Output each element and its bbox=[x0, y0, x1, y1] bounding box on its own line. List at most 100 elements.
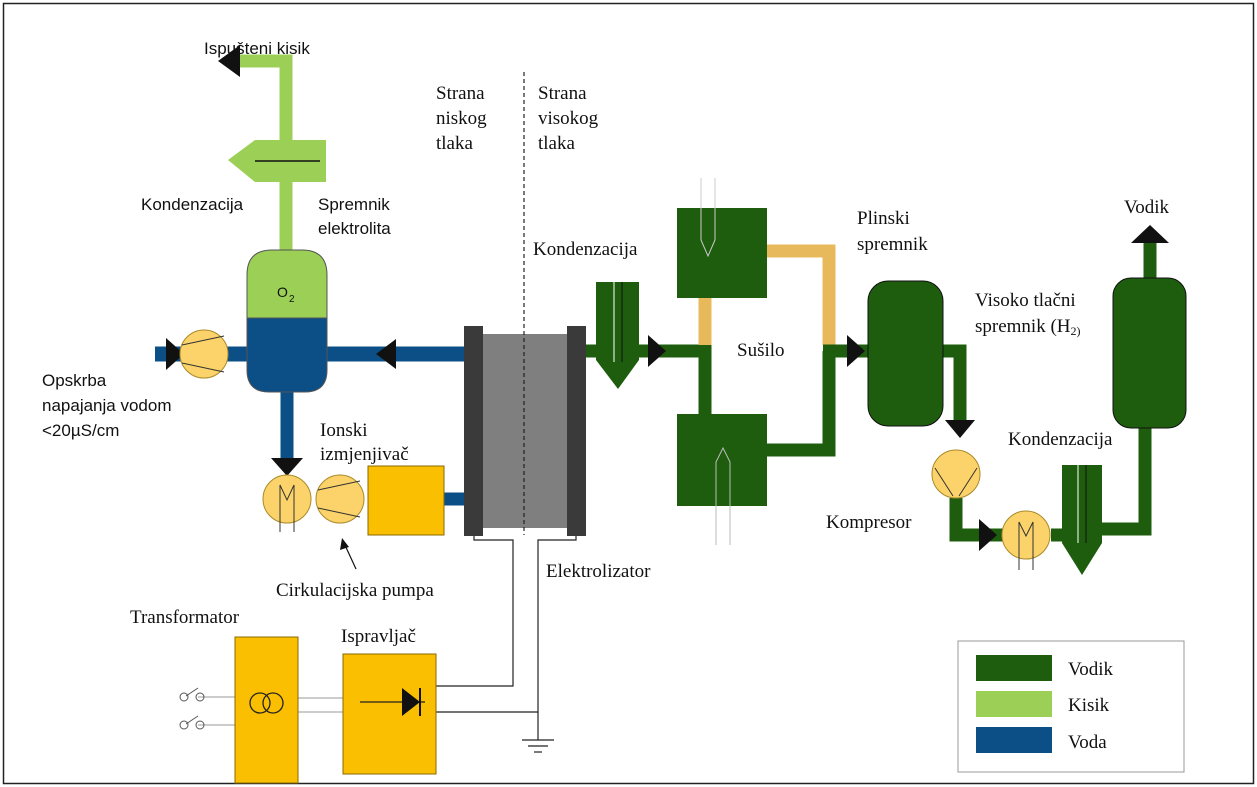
transformer-coil-2-icon bbox=[262, 692, 284, 714]
hp-condenser bbox=[1062, 465, 1102, 575]
electrolyzer-left-plate bbox=[464, 326, 483, 536]
legend-swatch-oxygen bbox=[976, 691, 1052, 717]
hp-tank-label-subscript: 2) bbox=[1071, 324, 1081, 338]
feed-pump-line-1 bbox=[181, 335, 225, 346]
feed-label-line2: napajanja vodom bbox=[42, 396, 171, 415]
h2-cooler bbox=[1001, 510, 1051, 570]
compressor-label: Kompresor bbox=[826, 512, 912, 533]
high-pressure-label-line2: visokog bbox=[538, 108, 599, 129]
dryer-upper bbox=[677, 178, 767, 298]
return-arrow-icon bbox=[376, 339, 396, 369]
negative-wire bbox=[436, 536, 577, 713]
electrolyzer-label: Elektrolizator bbox=[546, 561, 651, 582]
condensation-h2-label: Kondenzacija bbox=[533, 239, 638, 260]
released-oxygen-label: Ispušteni kisik bbox=[204, 39, 310, 58]
rectifier bbox=[342, 653, 437, 775]
low-pressure-label-line2: niskog bbox=[436, 108, 487, 129]
h2-flow-arrow-2-icon bbox=[847, 335, 865, 367]
gas-tank-label-line1: Plinski bbox=[857, 208, 910, 229]
electrolyzer-body bbox=[482, 334, 568, 528]
ion-exchanger-label-line2: izmjenjivač bbox=[320, 444, 409, 465]
switch-terminal-1b bbox=[195, 692, 205, 702]
heat-exchanger-coil bbox=[279, 484, 295, 532]
hp-condenser-body bbox=[1062, 465, 1102, 575]
h2-pipe-to-hp-tank bbox=[1100, 428, 1152, 536]
h2-flow-arrow-3-icon bbox=[945, 420, 975, 438]
dryer-lower-coil bbox=[715, 446, 731, 545]
h2-condenser-body bbox=[596, 282, 639, 389]
hydrogen-out-label: Vodik bbox=[1124, 197, 1170, 218]
o2-symbol: O bbox=[277, 284, 288, 300]
feed-pump-body bbox=[179, 329, 229, 379]
transformer-label: Transformator bbox=[130, 607, 240, 628]
rectifier-box bbox=[342, 653, 437, 775]
h2-pipe-dryer-regeneration bbox=[767, 244, 836, 345]
hp-tank-label-line2: spremnik (H2) bbox=[975, 316, 1081, 338]
heat-exchanger-pump bbox=[262, 474, 312, 532]
switch-terminal-2a bbox=[179, 720, 189, 730]
high-pressure-label-line1: Strana bbox=[538, 83, 587, 104]
power-wiring bbox=[198, 536, 577, 753]
input-switch-icon bbox=[179, 687, 205, 730]
ion-exchanger-label-line1: Ionski bbox=[320, 420, 368, 441]
compressor-line-2 bbox=[958, 467, 978, 497]
h2-pipe-gas-tank-out bbox=[943, 344, 967, 420]
compressor-line-1 bbox=[934, 467, 954, 497]
feed-pump-line-2 bbox=[181, 362, 225, 373]
electrolyte-tank-label-line1: Spremnik bbox=[318, 195, 390, 214]
electrolyte-tank-top bbox=[246, 249, 328, 319]
hp-tank-label-text: spremnik (H bbox=[975, 316, 1071, 337]
oxygen-outlet-arrow-icon bbox=[218, 45, 240, 77]
gas-tank-label-line2: spremnik bbox=[857, 234, 928, 255]
dryer-lower-body bbox=[677, 414, 767, 506]
legend-label-water: Voda bbox=[1068, 732, 1107, 753]
downflow-arrow-icon bbox=[271, 458, 303, 476]
compressor bbox=[931, 449, 981, 499]
circulation-pump-pointer-head-icon bbox=[340, 538, 349, 550]
ion-exchanger bbox=[367, 465, 445, 536]
high-pressure-label-line3: tlaka bbox=[538, 133, 575, 154]
legend-label-oxygen: Kisik bbox=[1068, 695, 1110, 716]
dryer-upper-coil bbox=[700, 178, 716, 258]
legend: Vodik Kisik Voda bbox=[957, 640, 1185, 773]
compressor-body bbox=[931, 449, 981, 499]
o2-subscript: 2 bbox=[289, 294, 295, 305]
hp-tank bbox=[1112, 277, 1187, 429]
circulation-pump-label: Cirkulacijska pumpa bbox=[276, 580, 434, 601]
electrolyte-tank-bottom bbox=[246, 317, 328, 393]
feed-pump bbox=[179, 329, 229, 379]
h2-flow-arrow-1-icon bbox=[648, 335, 666, 367]
feed-label-line3: <20µS/cm bbox=[42, 421, 119, 440]
feed-label-line1: Opskrba bbox=[42, 371, 107, 390]
circulation-pump-line-2 bbox=[317, 507, 361, 518]
dryer-label: Sušilo bbox=[737, 340, 785, 361]
oxygen-line bbox=[218, 45, 326, 250]
electrolyte-tank-label-line2: elektrolita bbox=[318, 219, 391, 238]
switch-terminal-2b bbox=[195, 720, 205, 730]
circulation-pump-line-1 bbox=[317, 480, 361, 491]
legend-label-hydrogen: Vodik bbox=[1068, 659, 1114, 680]
dryer-lower bbox=[677, 414, 767, 545]
electrolyzer bbox=[464, 326, 586, 536]
switch-lever-2 bbox=[185, 715, 199, 725]
switch-lever-1 bbox=[185, 687, 199, 697]
low-pressure-label-line3: tlaka bbox=[436, 133, 473, 154]
electrolyte-tank bbox=[246, 249, 328, 393]
condensation-o2-label: Kondenzacija bbox=[141, 195, 244, 214]
condensation-hp-label: Kondenzacija bbox=[1008, 429, 1113, 450]
feed-arrow-icon bbox=[166, 338, 184, 370]
dryer-upper-body bbox=[677, 208, 767, 298]
legend-swatch-water bbox=[976, 727, 1052, 753]
oxygen-pipe bbox=[231, 54, 293, 250]
transformer-coil-1-icon bbox=[249, 692, 271, 714]
circulation-pump bbox=[315, 474, 365, 524]
hydrogen-outlet-arrow-icon bbox=[1131, 225, 1169, 243]
h2-cooler-coil bbox=[1018, 521, 1034, 570]
legend-swatch-hydrogen bbox=[976, 655, 1052, 681]
rectifier-label: Ispravljač bbox=[341, 626, 416, 647]
switch-terminal-1a bbox=[179, 692, 189, 702]
electrolyzer-right-plate bbox=[567, 326, 586, 536]
h2-condenser bbox=[596, 282, 639, 389]
